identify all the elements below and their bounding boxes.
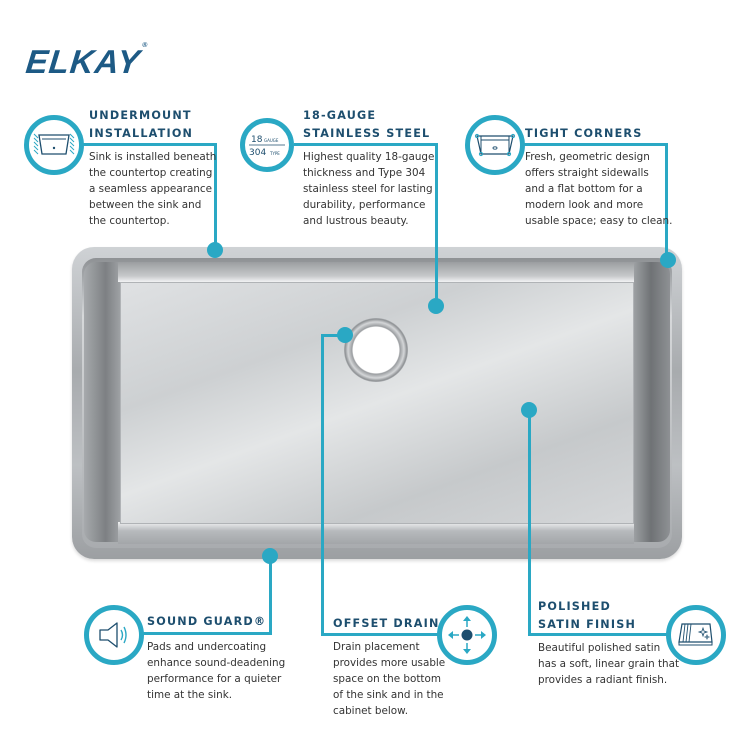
sink-right-wall [632, 262, 670, 542]
sound-icon-circle [84, 605, 144, 665]
gauge-title: 18-GAUGE STAINLESS STEEL [303, 109, 431, 140]
sound-title: SOUND GUARD® [147, 615, 267, 628]
speaker-icon [99, 622, 127, 648]
svg-text:304: 304 [249, 148, 266, 158]
polished-surface-sparkle-icon [678, 623, 713, 646]
undermount-description: Sink is installed beneath the countertop… [89, 151, 217, 227]
drain-description: Drain placement provides more usable spa… [333, 641, 446, 717]
sink-bottom-wall [118, 522, 634, 544]
gauge-hotspot-dot[interactable] [428, 298, 444, 314]
sink-drain [344, 318, 408, 382]
drain-connector-h [321, 633, 441, 636]
sink-top-wall [118, 262, 634, 282]
sound-description: Pads and undercoating enhance sound-dead… [147, 641, 286, 701]
svg-text:18: 18 [251, 135, 263, 145]
gauge-icon-circle: 18 GAUGE 304 TYPE [240, 118, 294, 172]
drain-connector-top-h [322, 334, 344, 337]
undermount-sink-icon [33, 133, 75, 155]
logo-trademark: ® [141, 42, 149, 49]
undermount-connector-v [214, 143, 217, 251]
sink-left-wall [84, 262, 120, 542]
gauge-connector-h [294, 143, 438, 146]
corners-title: TIGHT CORNERS [525, 127, 643, 140]
gauge-connector-v [435, 143, 438, 306]
undermount-connector-h [82, 143, 217, 146]
drain-hotspot-dot[interactable] [337, 327, 353, 343]
drain-title: OFFSET DRAIN [333, 617, 440, 630]
finish-title: POLISHED SATIN FINISH [538, 600, 637, 631]
sound-hotspot-dot[interactable] [262, 548, 278, 564]
finish-icon-circle [666, 605, 726, 665]
sound-connector-h [142, 632, 272, 635]
undermount-icon-circle [24, 115, 84, 175]
finish-connector-h [528, 633, 668, 636]
tight-corners-icon [474, 133, 516, 157]
gauge-description: Highest quality 18-gauge thickness and T… [303, 151, 435, 227]
elkay-logo: ELKAY® [24, 42, 149, 81]
svg-text:TYPE: TYPE [269, 151, 280, 156]
sound-connector-v [269, 557, 272, 635]
undermount-title: UNDERMOUNT INSTALLATION [89, 109, 194, 140]
finish-connector-v [528, 410, 531, 636]
drain-connector-v [321, 334, 324, 636]
logo-text: ELKAY [24, 43, 143, 80]
corners-icon-circle [465, 115, 525, 175]
drain-icon-circle [437, 605, 497, 665]
finish-description: Beautiful polished satin has a soft, lin… [538, 642, 680, 686]
corners-connector-h [522, 143, 668, 146]
corners-connector-v [665, 143, 668, 259]
svg-text:GAUGE: GAUGE [264, 138, 279, 143]
undermount-hotspot-dot[interactable] [207, 242, 223, 258]
offset-drain-arrows-icon [448, 616, 486, 654]
corners-hotspot-dot[interactable] [660, 252, 676, 268]
gauge-type-icon: 18 GAUGE 304 TYPE [249, 135, 285, 158]
corners-description: Fresh, geometric design offers straight … [525, 151, 673, 227]
